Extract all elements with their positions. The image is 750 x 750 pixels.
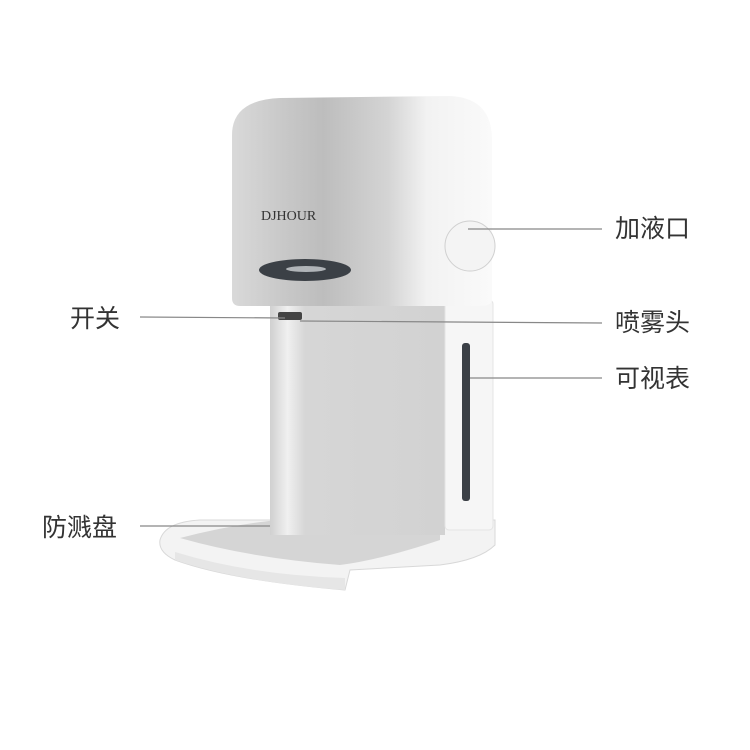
level-window (462, 343, 470, 501)
leader-lines (139, 228, 603, 527)
brand-logo: DJHOUR (261, 209, 317, 224)
back-panel (270, 305, 445, 535)
label-splash-tray: 防溅盘 (42, 513, 118, 542)
spray-nozzle (278, 312, 302, 320)
label-refill-port: 加液口 (615, 214, 691, 243)
refill-cap (444, 220, 496, 272)
label-spray-nozzle: 喷雾头 (615, 308, 691, 337)
label-level-window: 可视表 (615, 364, 691, 393)
label-switch: 开关 (70, 304, 121, 333)
top-housing (232, 96, 492, 306)
